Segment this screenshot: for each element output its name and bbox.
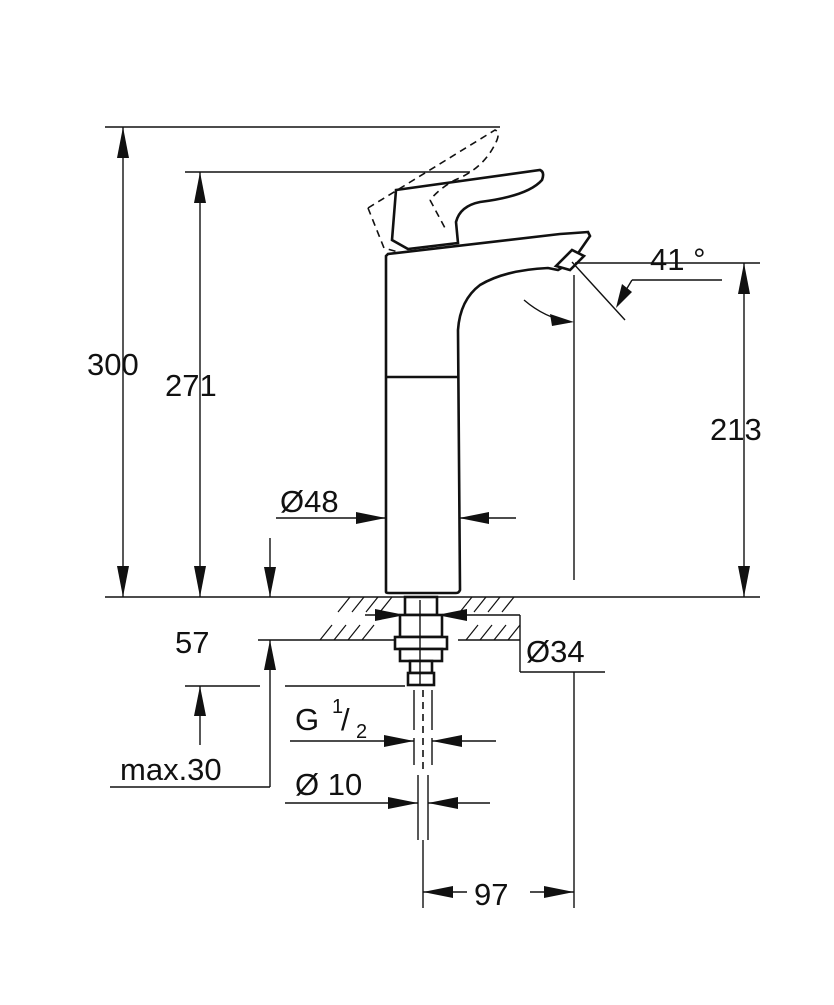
dimension-97 [422,672,575,908]
lever-handle [390,168,545,251]
thread-numerator: 1 [332,696,343,718]
dimension-max30 [110,685,270,788]
mounting-shank [393,595,449,687]
deck-hatching [319,596,521,641]
hose-diameter-label: Ø 10 [295,767,362,802]
thread-slash: / [341,702,350,737]
thread-size-label: G 1 / 2 [295,696,367,743]
supply-hoses [413,690,433,840]
faucet-body [384,230,592,595]
hole-diameter-label: Ø34 [526,634,585,669]
dimension-thread [285,685,496,747]
dimension-d10 [285,797,490,809]
projection-label: 97 [474,877,508,912]
dimension-300 [105,126,500,597]
thread-prefix: G [295,702,319,737]
dimension-d34 [365,609,605,673]
thread-denominator: 2 [356,721,367,743]
dimension-271 [185,171,470,597]
deck-thickness-label: max.30 [120,752,222,787]
dimension-213 [573,262,760,597]
spout-height-label: 271 [165,368,217,403]
lever-open-outline [367,129,499,253]
dimension-d48 [276,512,516,524]
outlet-angle-label: 41 ° [650,242,706,277]
dimension-57 [258,538,320,787]
total-height-label: 300 [87,347,139,382]
dimension-angle [523,261,722,326]
body-diameter-label: Ø48 [280,484,339,519]
shank-length-label: 57 [175,625,209,660]
outlet-height-label: 213 [710,412,762,447]
